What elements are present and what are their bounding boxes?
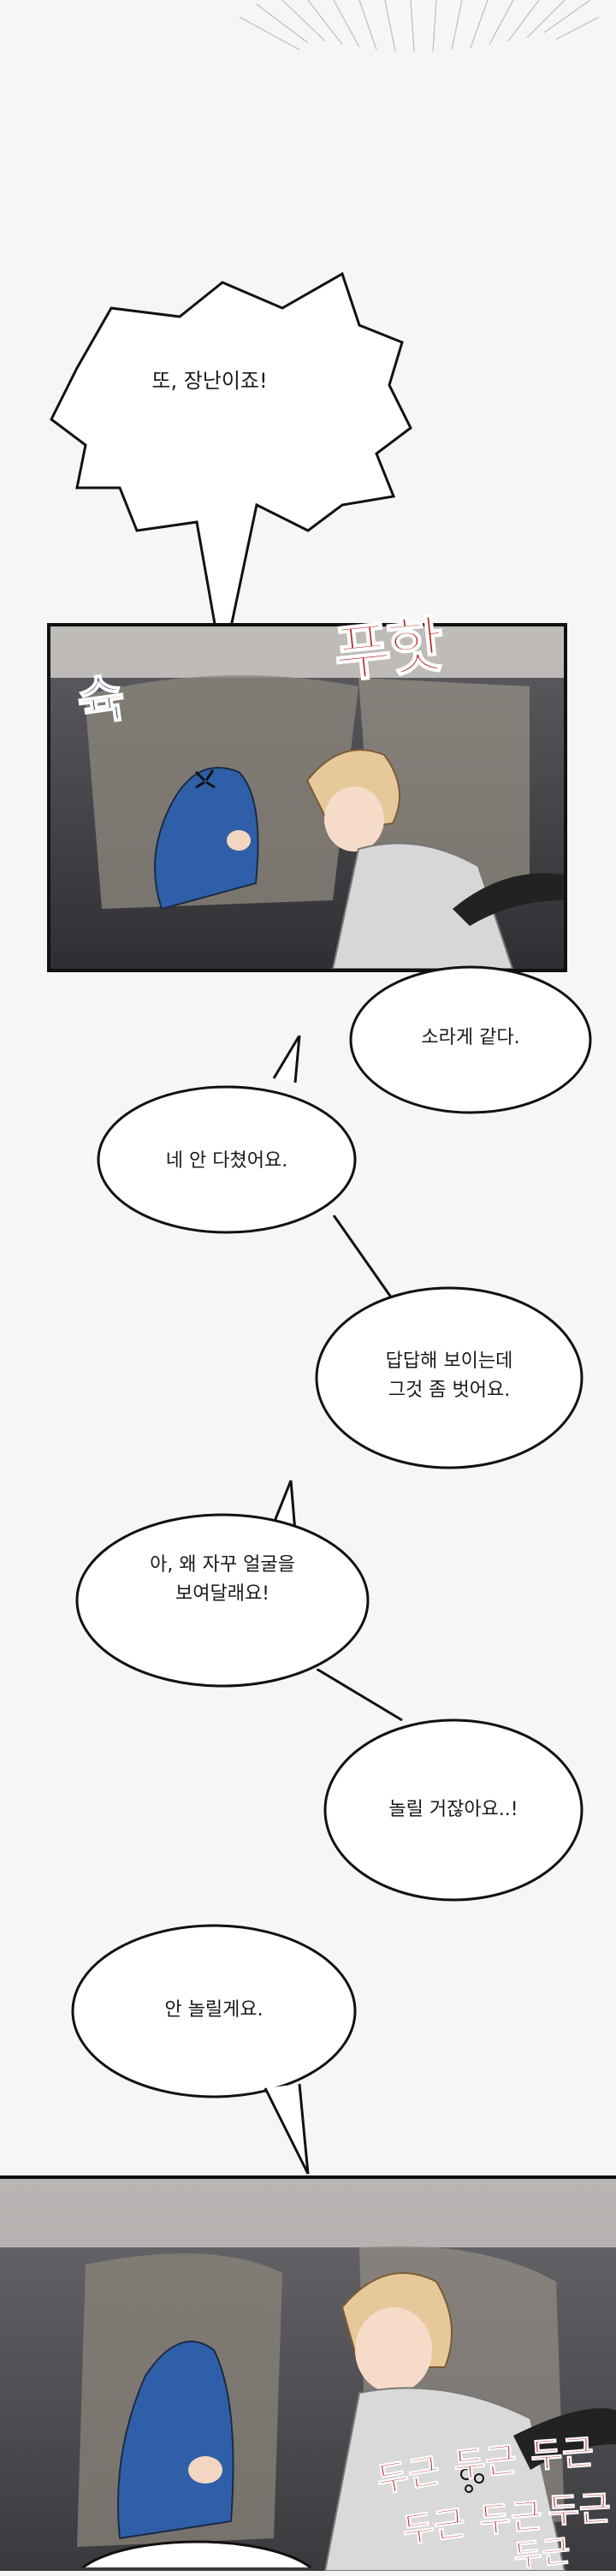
bubble-bottom-partial: [80, 2540, 313, 2567]
bubble-connector-2: [317, 1669, 403, 1722]
shout-text: 또, 장난이죠!: [151, 369, 268, 393]
sfx-rattle-3: 두근: [529, 2432, 595, 2477]
hoodie-character: [154, 767, 259, 911]
bubble-face-text: 아, 왜 자꾸 얼굴을 보여달래요!: [150, 1554, 295, 1605]
panel-car-1-art: [50, 626, 564, 969]
bubble-promise: [71, 1924, 357, 2175]
bubble-stuffy: [315, 1286, 583, 1469]
sweat-drop-icon: [460, 2468, 484, 2493]
shout-bubble: [50, 271, 412, 668]
hoodie-character-2: [117, 2341, 234, 2540]
sfx-rattle-6: 두근: [547, 2489, 613, 2532]
panel-car-1: [47, 623, 567, 972]
bubble-injured-text: 네 안 다쳤어요.: [165, 1150, 288, 1172]
panel-car-2: [0, 2175, 616, 2571]
bubble-tease: [323, 1718, 583, 1902]
speed-lines-icon: [239, 0, 600, 52]
bubble-sora-text: 소라게 같다.: [421, 1027, 520, 1048]
sfx-shock-right: 푸핫: [330, 608, 446, 692]
bubble-stuffy-text: 답답해 보이는데 그것 좀 벗어요.: [385, 1350, 513, 1401]
sfx-shock-left: 슉: [73, 667, 129, 734]
sfx-rattle-4: 두근: [400, 2503, 469, 2552]
bubble-face: [75, 1480, 370, 1688]
bubble-tease-text: 놀릴 거잖아요..!: [388, 1799, 518, 1820]
sfx-rattle-7: 두근: [512, 2533, 572, 2575]
bubble-sora: [349, 965, 592, 1114]
anger-mark-icon: [194, 769, 216, 789]
bubble-connector-1: [332, 1215, 395, 1302]
sfx-rattle-2: 두근: [452, 2440, 519, 2486]
bubble-promise-text: 안 놀릴게요.: [164, 1999, 264, 2021]
panel-car-2-art: [0, 2179, 616, 2571]
blond-character-2: [323, 2272, 566, 2571]
blond-character: [305, 749, 514, 969]
bubble-injured: [97, 1036, 357, 1234]
